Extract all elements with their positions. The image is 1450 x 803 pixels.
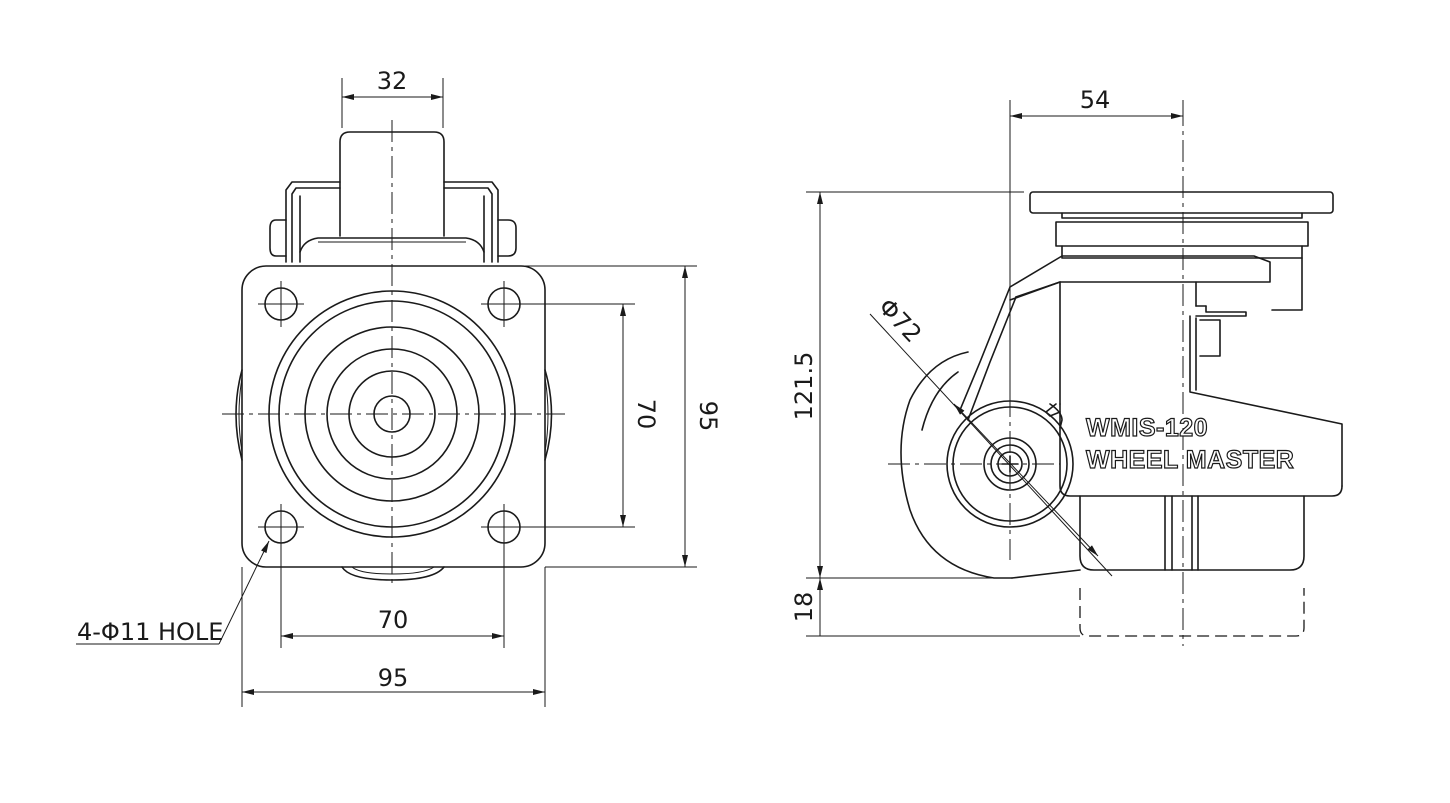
side-view: 54 121.5 18 Φ72 WMIS-120 WHEEL MASTER	[790, 86, 1343, 646]
dim-height: 121.5	[790, 352, 818, 421]
dim-offset: 54	[1080, 86, 1111, 114]
brand-label: WHEEL MASTER	[1086, 446, 1294, 474]
dim-hole-spacing-v: 70	[632, 399, 660, 430]
model-label: WMIS-120	[1086, 414, 1208, 442]
mounting-plate	[241, 265, 546, 568]
top-plate	[1029, 191, 1334, 214]
dim-top-width: 32	[377, 67, 408, 95]
dim-adjust: 18	[790, 592, 818, 623]
dim-hole-spacing-h: 70	[378, 606, 409, 634]
dim-plate-height: 95	[694, 401, 722, 432]
hole-note: 4-Φ11 HOLE	[77, 618, 223, 646]
front-view: 32 70 95 70 95 4-Φ11 HOLE	[76, 67, 722, 707]
dim-plate-width: 95	[378, 664, 409, 692]
dim-wheel-diameter: Φ72	[873, 293, 927, 348]
